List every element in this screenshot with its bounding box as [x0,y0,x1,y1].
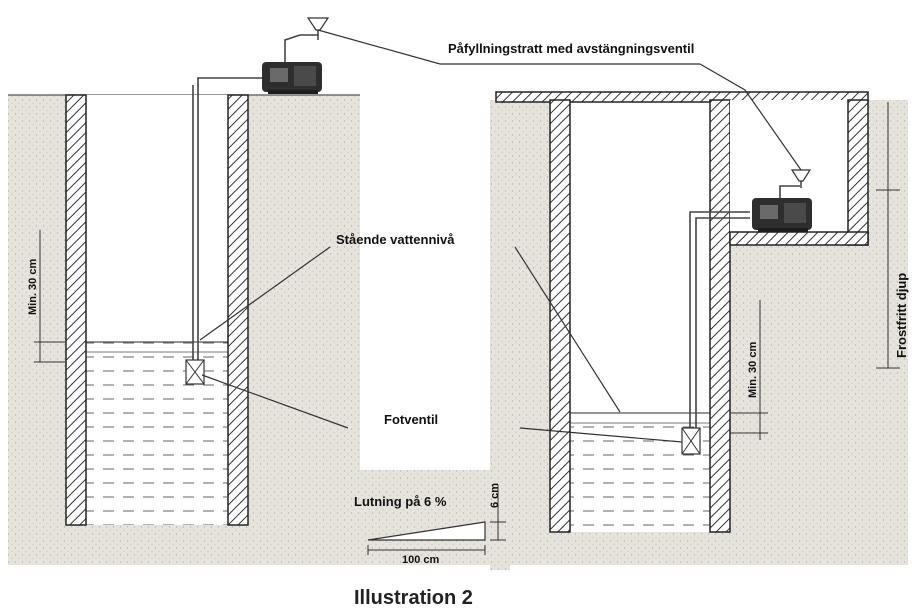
slope-indicator [367,485,506,555]
right-well-cover [495,91,869,103]
foot-valve-icon [681,427,701,455]
label-min-30-left: Min. 30 cm [27,259,39,315]
label-min-30-right: Min. 30 cm [747,342,759,398]
pump-chamber-floor [729,231,869,246]
foot-valve-icon [185,359,205,385]
left-well-wall-left [65,94,87,526]
right-well-wall-right [709,99,731,533]
surface-pump-icon [752,185,812,232]
left-well [34,85,249,526]
label-100-cm: 100 cm [402,554,440,566]
label-slope: Lutning på 6 % [354,494,447,509]
left-well-wall-right [227,94,249,526]
surface-pump-icon [197,34,322,94]
label-standing-water-level: Stående vattennivå [336,232,455,247]
filling-funnel-icon [306,17,330,40]
right-well-wall-left [549,99,571,533]
leader-lines [199,29,802,443]
label-foot-valve: Fotventil [384,412,438,427]
label-filling-funnel: Påfyllningstratt med avstängningsventil [448,41,694,56]
frost-depth-dimension [876,102,900,369]
pump-chamber-wall [847,99,869,246]
label-frost-free-depth: Frostfritt djup [894,273,909,358]
label-6-cm: 6 cm [489,483,501,508]
figure-caption: Illustration 2 [354,587,473,609]
filling-funnel-icon [790,169,812,188]
